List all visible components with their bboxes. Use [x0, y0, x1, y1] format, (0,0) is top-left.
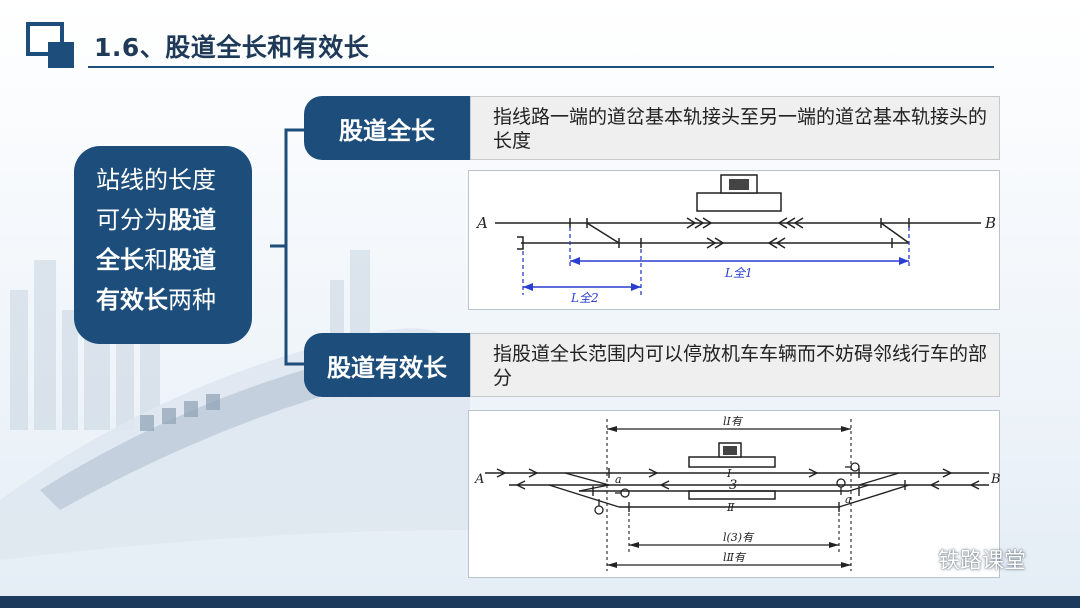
header-divider	[88, 66, 994, 68]
summary-line-4: 有效长两种	[96, 286, 216, 314]
label-a: A	[474, 472, 484, 487]
summary-line-2: 可分为股道	[96, 206, 216, 234]
dim-label-top: lⅠ有	[723, 415, 744, 428]
term-label-full-length: 股道全长	[304, 96, 470, 160]
dim-label-mid: l(3)有	[723, 531, 755, 544]
track-label-2: Ⅱ	[726, 501, 735, 514]
summary-card: 站线的长度 可分为股道 全长和股道 有效长两种	[74, 146, 252, 344]
label-a: A	[475, 214, 488, 232]
summary-line-1: 站线的长度	[96, 166, 216, 194]
footer-bar	[0, 596, 1080, 608]
track-label-3: 3	[729, 478, 737, 493]
page-title: 1.6、股道全长和有效长	[94, 33, 370, 62]
label-l-full-1: L全1	[724, 266, 753, 280]
definition-effective-length: 指股道全长范围内可以停放机车车辆而不妨碍邻线行车的部分	[470, 333, 1000, 397]
label-a-small-left: a	[615, 473, 622, 486]
label-b: B	[984, 214, 996, 232]
definition-full-length: 指线路一端的道岔基本轨接头至另一端的道岔基本轨接头的长度	[470, 96, 1000, 160]
diagram-effective-length: Ⅰ 3 Ⅱ a a A B lⅠ有 l(3)有 lⅡ有	[468, 410, 1001, 578]
term-label-effective-length: 股道有效长	[304, 333, 470, 397]
watermark-text: 铁路课堂	[938, 549, 1027, 574]
wechat-icon	[897, 547, 931, 571]
diagram-full-length: A B L全1 L全2	[468, 170, 1000, 310]
track-label-1: Ⅰ	[726, 467, 732, 480]
bracket-connector	[270, 128, 304, 366]
section-logo-icon	[26, 22, 76, 68]
watermark: 铁路课堂	[896, 543, 1026, 575]
label-b: B	[990, 472, 1001, 487]
label-a-small-right: a	[845, 493, 852, 506]
label-l-full-2: L全2	[570, 291, 599, 305]
summary-line-3: 全长和股道	[96, 246, 216, 274]
dim-label-bottom: lⅡ有	[723, 551, 747, 564]
